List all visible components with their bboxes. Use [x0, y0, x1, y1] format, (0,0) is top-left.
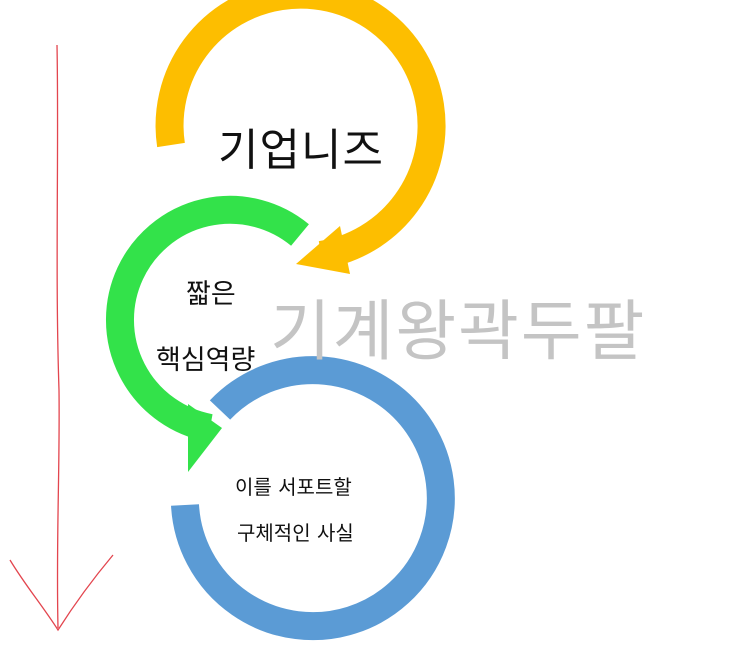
green-stage-label-line2: 핵심역량	[156, 345, 256, 376]
watermark-text: 기계왕곽두팔	[270, 293, 647, 370]
blue-stage-label-line2: 구체적인 사실	[237, 521, 354, 545]
green-stage-label-line1: 짧은	[186, 279, 236, 310]
yellow-stage-label: 기업니즈	[218, 125, 384, 176]
blue-circular-arrow	[171, 356, 455, 641]
yellow-circular-arrow	[155, 0, 446, 274]
green-circular-arrow	[106, 195, 309, 472]
down-flow-arrow	[9, 44, 114, 632]
blue-stage-label-line1: 이를 서포트할	[235, 475, 352, 499]
